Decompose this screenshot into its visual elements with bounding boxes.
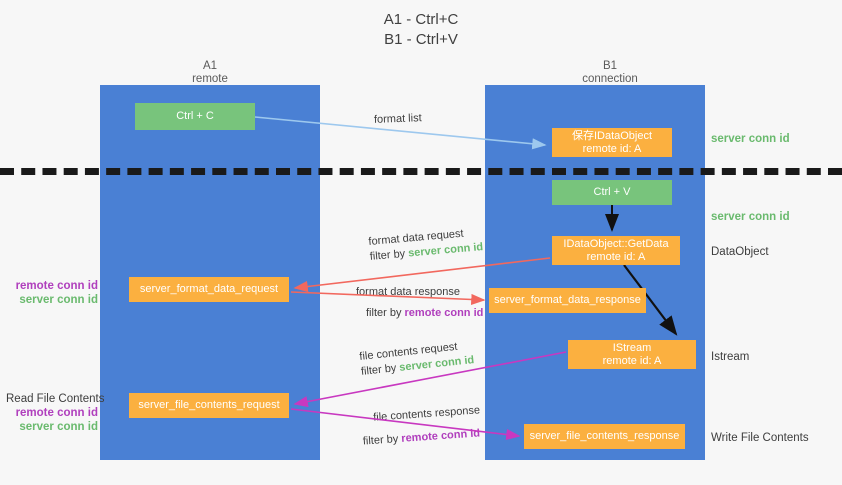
- lane-header-a1-sub: remote: [192, 73, 228, 85]
- filter-key-remote-conn-id: remote conn id: [404, 307, 484, 319]
- lane-header-b1-sub: connection: [582, 73, 638, 85]
- side-label-istream: Istream: [711, 351, 750, 363]
- side-label-server-conn-id: server conn id: [19, 421, 98, 433]
- node-server-format-data-response-label: server_format_data_response: [494, 294, 641, 306]
- title-line-1: A1 - Ctrl+C: [383, 11, 459, 28]
- edge-label-format-data-response-filter: filter by remote conn id: [366, 306, 483, 321]
- node-ctrl-v-label: Ctrl + V: [593, 186, 631, 198]
- node-ctrl-c-label: Ctrl + C: [176, 110, 214, 122]
- node-ctrl-c[interactable]: Ctrl + C: [135, 103, 255, 130]
- node-getdata-line2: remote id: A: [586, 250, 646, 263]
- node-istream[interactable]: IStream remote id: A: [568, 340, 696, 369]
- node-server-format-data-request-label: server_format_data_request: [139, 283, 279, 295]
- side-label-read-file-contents: Read File Contents: [6, 393, 105, 405]
- side-label-dataobject: DataObject: [711, 246, 769, 258]
- edge-label-file-contents-response-text: file contents response: [372, 404, 481, 424]
- edge-label-file-contents-response: file contents response filter by remote …: [363, 403, 482, 448]
- node-server-format-data-request[interactable]: server_format_data_request: [129, 277, 289, 302]
- node-server-file-contents-response-label: server_file_contents_response: [529, 430, 680, 442]
- lane-header-b1-name: B1: [602, 60, 618, 72]
- side-label-write-file-contents: Write File Contents: [711, 432, 809, 444]
- side-label-group-file: Read File Contents remote conn id server…: [6, 392, 105, 434]
- page-title: A1 - Ctrl+C B1 - Ctrl+V: [0, 10, 842, 50]
- node-server-format-data-response[interactable]: server_format_data_response: [489, 288, 646, 313]
- node-server-file-contents-request[interactable]: server_file_contents_request: [129, 393, 289, 418]
- filter-key-remote-conn-id: remote conn id: [400, 427, 481, 445]
- node-server-file-contents-request-label: server_file_contents_request: [138, 399, 280, 411]
- filter-prefix: filter by: [362, 432, 402, 448]
- side-label-server-conn-id-top: server conn id: [711, 133, 790, 145]
- edge-label-format-data-response: format data response filter by remote co…: [356, 285, 483, 321]
- filter-prefix: filter by: [369, 247, 409, 263]
- edge-label-file-contents-response-filter: filter by remote conn id: [362, 426, 482, 449]
- side-label-server-conn-id-mid: server conn id: [711, 211, 790, 223]
- lane-header-a1: A1 remote: [120, 60, 300, 86]
- filter-prefix: filter by: [360, 361, 400, 378]
- edge-label-format-list: format list: [374, 111, 422, 128]
- edge-label-format-data-request: format data request filter by server con…: [368, 225, 484, 265]
- side-label-remote-conn-id: remote conn id: [15, 280, 98, 292]
- node-getdata[interactable]: IDataObject::GetData remote id: A: [552, 236, 680, 265]
- side-label-remote-conn-id: remote conn id: [15, 407, 98, 419]
- node-getdata-line1: IDataObject::GetData: [563, 237, 669, 250]
- lane-header-b1: B1 connection: [520, 60, 700, 86]
- node-idataobject[interactable]: 保存IDataObject remote id: A: [552, 128, 672, 157]
- side-label-group-format: remote conn id server conn id: [10, 279, 98, 307]
- lane-header-a1-name: A1: [202, 60, 218, 72]
- node-ctrl-v[interactable]: Ctrl + V: [552, 180, 672, 205]
- node-idataobject-line1: 保存IDataObject: [571, 129, 653, 142]
- node-istream-line2: remote id: A: [602, 354, 662, 367]
- title-line-2: B1 - Ctrl+V: [384, 31, 458, 48]
- node-server-file-contents-response[interactable]: server_file_contents_response: [524, 424, 685, 449]
- edge-label-format-list-text: format list: [373, 112, 422, 126]
- filter-prefix: filter by: [366, 307, 405, 319]
- node-istream-line1: IStream: [612, 341, 652, 354]
- edge-label-format-data-response-text: format data response: [356, 286, 460, 298]
- node-idataobject-line2: remote id: A: [582, 142, 642, 155]
- edge-label-file-contents-request: file contents request filter by server c…: [359, 338, 475, 380]
- phase-separator-line: [0, 168, 842, 175]
- side-label-server-conn-id: server conn id: [19, 294, 98, 306]
